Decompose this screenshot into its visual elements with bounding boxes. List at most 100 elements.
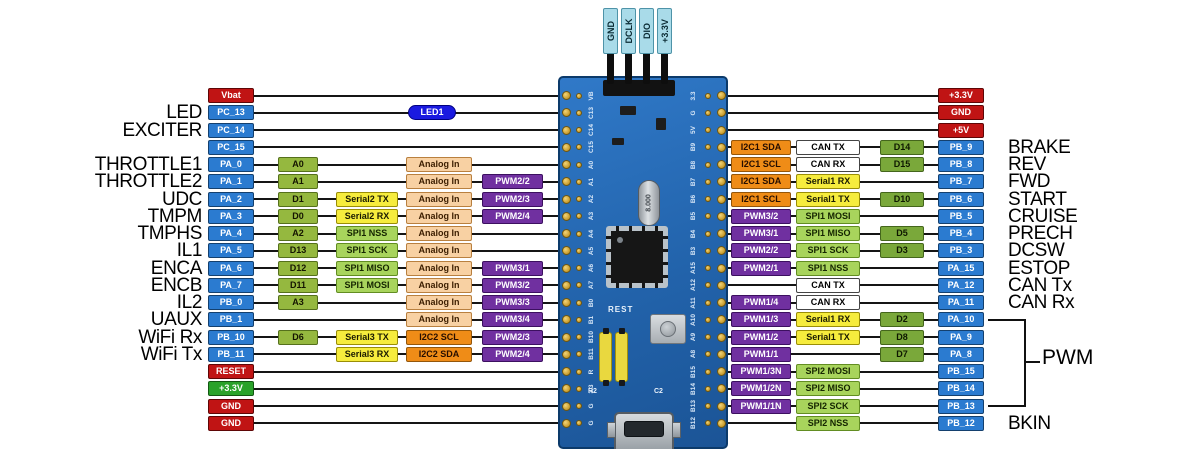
bluepill-board: 8.000 REST R2 C2 — [558, 76, 728, 449]
board-pad-hole — [717, 349, 726, 359]
peripheral-label: LED — [166, 102, 202, 124]
pin-box-PA_0: PA_0 — [208, 157, 254, 172]
peripheral-label: DCSW — [1008, 240, 1065, 262]
board-pad-hole — [576, 178, 582, 185]
board-pin-silkscreen: 5V — [690, 126, 697, 134]
pin-box-PC_14: PC_14 — [208, 122, 254, 138]
board-pad-hole — [562, 142, 571, 152]
peripheral-label: UAUX — [150, 309, 203, 331]
pin-box-PB_6: PB_6 — [938, 191, 984, 207]
board-pad-hole — [576, 144, 582, 151]
board-pad-hole — [562, 229, 571, 238]
function-box: D6 — [278, 329, 318, 345]
function-box: SPI2 SCK — [796, 398, 860, 414]
pin-box-PB_8: PB_8 — [938, 157, 984, 172]
board-pad-hole — [717, 160, 726, 169]
function-box: PWM1/2N — [731, 381, 791, 397]
board-pad-hole — [576, 127, 582, 133]
function-box: PWM1/4 — [731, 295, 791, 310]
function-box: PWM1/3N — [731, 364, 791, 379]
function-box: PWM2/3 — [482, 191, 543, 207]
usb-connector — [607, 412, 681, 449]
board-pin-silkscreen: A9 — [690, 332, 697, 342]
function-box: D11 — [278, 277, 318, 293]
function-box: A3 — [278, 295, 318, 310]
function-box: SPI1 NSS — [796, 260, 860, 276]
function-box: PWM3/1 — [731, 226, 791, 241]
board-pad-hole — [717, 229, 726, 238]
board-pin-silkscreen: A2 — [588, 194, 595, 204]
pin-box-PA_9: PA_9 — [938, 329, 984, 345]
peripheral-label: IL1 — [176, 240, 203, 262]
board-pin-silkscreen: VB — [588, 90, 595, 101]
pin-box-+5V: +5V — [938, 122, 984, 138]
board-pad-hole — [705, 196, 711, 202]
peripheral-label: CRUISE — [1008, 205, 1078, 227]
board-pin-silkscreen: B15 — [690, 365, 697, 378]
board-pin-silkscreen: C14 — [588, 124, 595, 136]
peripheral-label: IL2 — [176, 292, 203, 313]
function-box: SPI1 SCK — [796, 243, 860, 259]
function-box: D0 — [278, 208, 318, 224]
function-box: SPI2 NSS — [796, 415, 860, 431]
board-pin-silkscreen: A12 — [690, 279, 697, 292]
function-box: Serial3 RX — [336, 346, 398, 362]
function-box: CAN TX — [796, 139, 860, 155]
pin-box-PA_2: PA_2 — [208, 191, 254, 207]
pin-box-PB_1: PB_1 — [208, 312, 254, 328]
swd-pin-label: +3.3V — [659, 19, 670, 43]
function-box: Analog In — [406, 157, 472, 172]
function-box: PWM2/4 — [482, 346, 543, 362]
peripheral-label: UDC — [162, 188, 202, 210]
swd-header-pin — [661, 50, 668, 84]
peripheral-label: EXCITER — [122, 119, 202, 141]
function-box: PWM3/3 — [482, 295, 543, 310]
function-box: SPI1 MISO — [336, 260, 398, 276]
board-pad-hole — [705, 230, 711, 237]
board-pin-silkscreen: B0 — [588, 298, 595, 307]
function-box: Serial3 TX — [336, 329, 398, 345]
board-pad-hole — [562, 367, 571, 376]
function-box: Analog In — [406, 243, 472, 259]
pwm-bracket-vertical — [1024, 319, 1026, 407]
board-pin-silkscreen: R — [588, 369, 595, 374]
pin-box-PB_15: PB_15 — [938, 364, 984, 379]
function-box: PWM1/1 — [731, 346, 791, 362]
board-pad-hole — [705, 420, 711, 427]
pin-box-PB_7: PB_7 — [938, 174, 984, 190]
board-pin-silkscreen: B14 — [690, 382, 697, 395]
board-pad-hole — [576, 109, 582, 116]
board-pad-hole — [705, 109, 711, 116]
board-pin-silkscreen: G — [690, 110, 697, 116]
function-box: Serial2 RX — [336, 208, 398, 224]
board-pad-hole — [717, 91, 726, 100]
boot0-jumper — [615, 328, 628, 386]
function-box: D7 — [880, 346, 924, 362]
function-box: PWM3/2 — [731, 208, 791, 224]
reset-silkscreen-label: REST — [608, 305, 634, 314]
peripheral-label: FWD — [1008, 171, 1051, 193]
reset-button-cap — [660, 321, 676, 337]
function-box: Analog In — [406, 174, 472, 190]
function-box: Serial2 TX — [336, 191, 398, 207]
board-pad-hole — [576, 316, 582, 323]
board-pin-silkscreen: 3.3 — [690, 90, 697, 101]
board-pad-hole — [705, 161, 711, 168]
board-pad-hole — [717, 315, 726, 325]
board-pin-silkscreen: A15 — [690, 262, 697, 274]
board-pad-hole — [705, 144, 711, 151]
function-box: Serial1 RX — [796, 312, 860, 328]
smd-component — [620, 106, 636, 115]
peripheral-label: WiFi Rx — [138, 326, 202, 348]
pin-box-PA_6: PA_6 — [208, 260, 254, 276]
board-pad-hole — [717, 177, 726, 187]
reset-button — [650, 314, 686, 344]
pin-box-PB_0: PB_0 — [208, 295, 254, 310]
function-box: PWM1/1N — [731, 398, 791, 414]
board-pin-silkscreen: B5 — [690, 212, 697, 221]
board-pin-silkscreen: C15 — [588, 141, 595, 154]
function-box: Analog In — [406, 260, 472, 276]
function-box: I2C1 SCL — [731, 191, 791, 207]
function-box: PWM1/2 — [731, 329, 791, 345]
